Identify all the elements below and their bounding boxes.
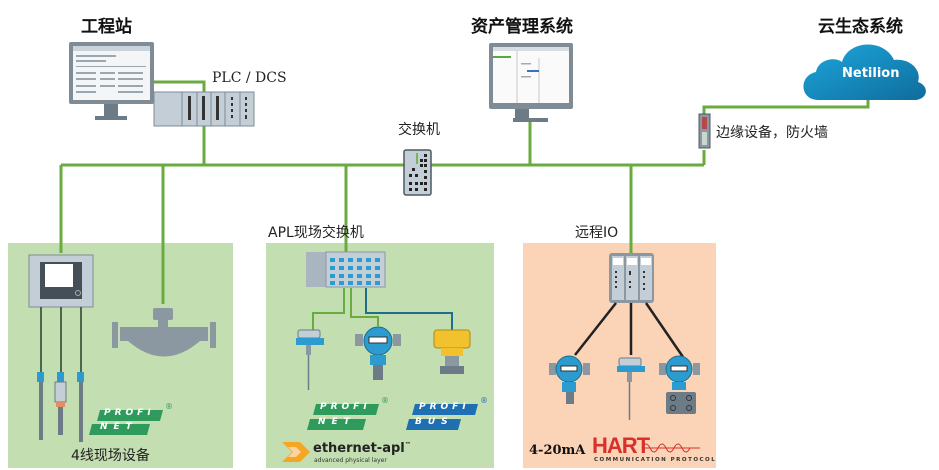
remote-io-unit [609,253,654,303]
plc-dcs-rack [153,91,255,127]
profinet-center-top-text: PROFI [320,402,371,412]
profinet-left-bottom-text: NET [100,422,138,432]
cloud-ecosystem-title: 云生态系统 [818,17,903,37]
ethernet-apl-subtitle: advanced physical layer [314,457,387,464]
flowmeter [112,308,216,357]
hart-temperature-sensor [617,357,645,420]
apl-field-switch [306,251,453,330]
profibus-registered: ® [480,396,488,405]
profinet-logo-center [307,404,379,430]
engineering-station-monitor [69,42,154,120]
netilion-label: Netilion [842,66,900,81]
apl-switch-label: APL现场交换机 [268,225,364,241]
profinet-center-bottom-text: NET [318,417,356,427]
hart-logo-text: HART [592,433,650,458]
ethernet-apl-logo-text: ethernet-apl™ [313,441,411,456]
apl-ports [330,258,380,285]
switch-label: 交换机 [398,122,440,138]
profinet-left-registered: ® [165,402,173,411]
profinet-logo-left [89,410,163,435]
four-wire-transmitter [28,254,94,442]
asset-management-title: 资产管理系统 [471,17,573,37]
ethernet-apl-text: ethernet-apl [313,441,405,456]
cloud-icon [803,44,926,100]
apl-temperature-sensor [296,329,324,390]
hart-logo-subtitle: COMMUNICATION PROTOCOL [594,457,717,463]
station-plc-line [154,80,206,92]
profibus-top-text: PROFI [419,402,470,412]
profinet-center-registered: ® [381,396,389,405]
edge-firewall-label: 边缘设备，防火墙 [716,125,828,141]
apl-flow-device [433,329,471,374]
apl-pressure-transmitter [355,326,401,380]
ethernet-switch [403,149,432,196]
profibus-logo [406,404,478,430]
current-loop-label: 4-20mA [529,443,586,458]
remote-io-wires [574,302,685,358]
profibus-bottom-text: BUS [415,417,454,427]
four-wire-devices-label: 4线现场设备 [71,448,150,464]
ethernet-apl-tm: ™ [404,441,411,449]
asset-management-monitor [489,43,573,122]
hart-differential-pressure-transmitter [659,355,700,414]
profinet-left-top-text: PROFI [104,408,155,418]
remote-io-label: 远程IO [575,225,619,241]
plc-dcs-label: PLC / DCS [212,70,287,86]
hart-pressure-transmitter [549,355,590,404]
engineering-station-title: 工程站 [81,17,132,37]
edge-firewall-device [698,113,711,149]
ethernet-apl-arrow-icon [282,442,310,462]
cloud-link-line [702,95,870,114]
